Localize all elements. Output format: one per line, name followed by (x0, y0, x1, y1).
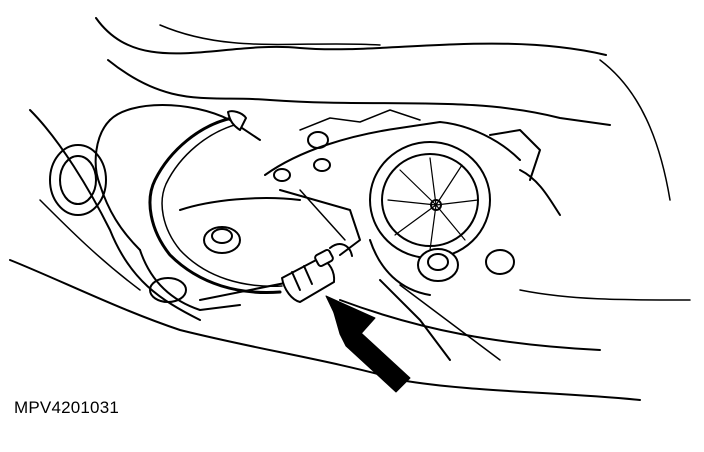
gearbox-assembly (264, 109, 561, 361)
pointer-arrow (325, 295, 411, 393)
door-panel-outline (9, 17, 691, 401)
figure-code-label: MPV4201031 (14, 398, 120, 417)
motor-connector (281, 243, 353, 303)
motor-housing (49, 104, 301, 311)
wiring-harness (148, 110, 283, 294)
